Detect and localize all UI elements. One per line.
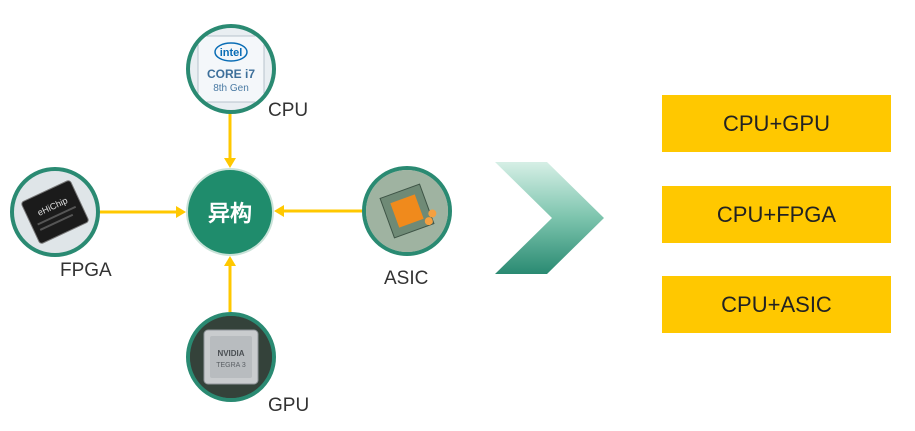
cpu-node: intel CORE i7 8th Gen (186, 24, 276, 114)
heterogeneous-center-node: 异构 (186, 168, 274, 256)
combo-cpu-gpu-label: CPU+GPU (723, 110, 830, 136)
asic-node (362, 166, 452, 256)
fpga-chip-icon: eHiChip (21, 180, 89, 244)
fpga-arrowhead (176, 206, 186, 218)
combo-cpu-fpga-label: CPU+FPGA (716, 201, 837, 227)
cpu-label: CPU (268, 100, 309, 121)
asic-arrowhead (274, 205, 284, 217)
fpga-label: FPGA (60, 260, 112, 281)
tegra-chip-text: TEGRA 3 (216, 362, 246, 369)
cpu-arrowhead (224, 158, 236, 168)
intel-logo-text: intel (220, 47, 243, 59)
nvidia-chip-icon: NVIDIA TEGRA 3 (190, 316, 272, 398)
combo-cpu-gpu: CPU+GPU (662, 95, 891, 152)
fpga-node: eHiChip (10, 167, 100, 257)
combo-cpu-fpga: CPU+FPGA (662, 186, 891, 243)
combo-cpu-asic-label: CPU+ASIC (721, 291, 832, 317)
chevron-right-icon (495, 162, 604, 274)
asic-chip-icon (366, 170, 448, 252)
gpu-label: GPU (268, 395, 310, 416)
eighth-gen-text: 8th Gen (213, 83, 249, 94)
intel-chip-icon: intel CORE i7 8th Gen (197, 35, 265, 103)
gpu-arrowhead (224, 256, 236, 266)
nvidia-chip-text: NVIDIA (217, 349, 244, 358)
combo-cpu-asic: CPU+ASIC (662, 276, 891, 333)
gpu-node: NVIDIA TEGRA 3 (186, 312, 276, 402)
asic-label: ASIC (384, 268, 429, 289)
core-i7-text: CORE i7 (207, 67, 255, 81)
center-label: 异构 (207, 202, 252, 227)
